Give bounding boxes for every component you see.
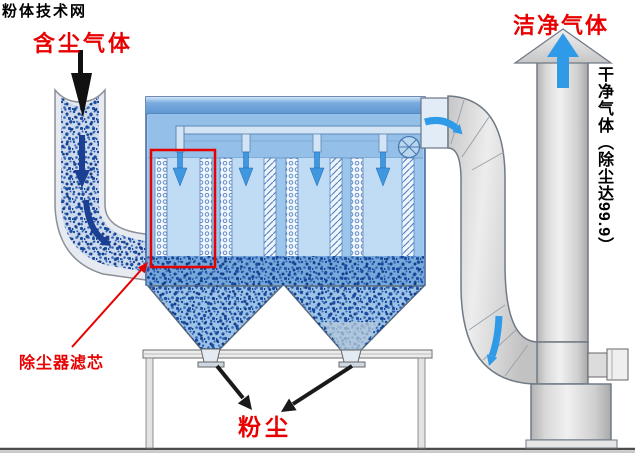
dust-label: 粉尘: [238, 414, 292, 440]
duct-segment-lines: [450, 99, 529, 377]
filter-cartridge-label: 除尘器滤芯: [19, 355, 105, 372]
support-frame: [142, 349, 433, 359]
ground-line: [0, 447, 635, 453]
jet-arrow-icons: [172, 151, 391, 187]
fan-unit: [530, 383, 612, 441]
filter-housing: [145, 96, 426, 286]
inlet-flow-arrow-icon: [74, 135, 111, 246]
watermark: 粉体技术网: [2, 3, 88, 20]
exhaust-stack: [512, 28, 629, 449]
highlight-box: [149, 148, 217, 269]
valve-icon: [397, 135, 421, 159]
clean-gas-label: 洁净气体: [513, 13, 610, 38]
outlet-elbow-duct: [420, 95, 539, 385]
filter-callout-arrow-icon: [71, 262, 148, 348]
stack-note-label: 干净气体（除尘达99.9）: [595, 66, 612, 255]
hopper-outlets: [197, 348, 366, 368]
inlet-gas-label: 含尘气体: [33, 31, 134, 56]
fan-motor: [587, 348, 629, 381]
filter-cartridges: [154, 157, 415, 266]
dust-layer: [147, 256, 424, 286]
housing-top-band: [146, 97, 425, 114]
stack-up-arrow-icon: [547, 33, 579, 88]
outlet-flow-arrow-icon: [424, 117, 503, 366]
inlet-duct: [54, 50, 147, 281]
inlet-arrow-icon: [71, 50, 92, 118]
dust-hoppers: [145, 285, 426, 449]
frame-legs: [145, 357, 426, 449]
dust-fall-arrow-icons: [215, 364, 354, 412]
